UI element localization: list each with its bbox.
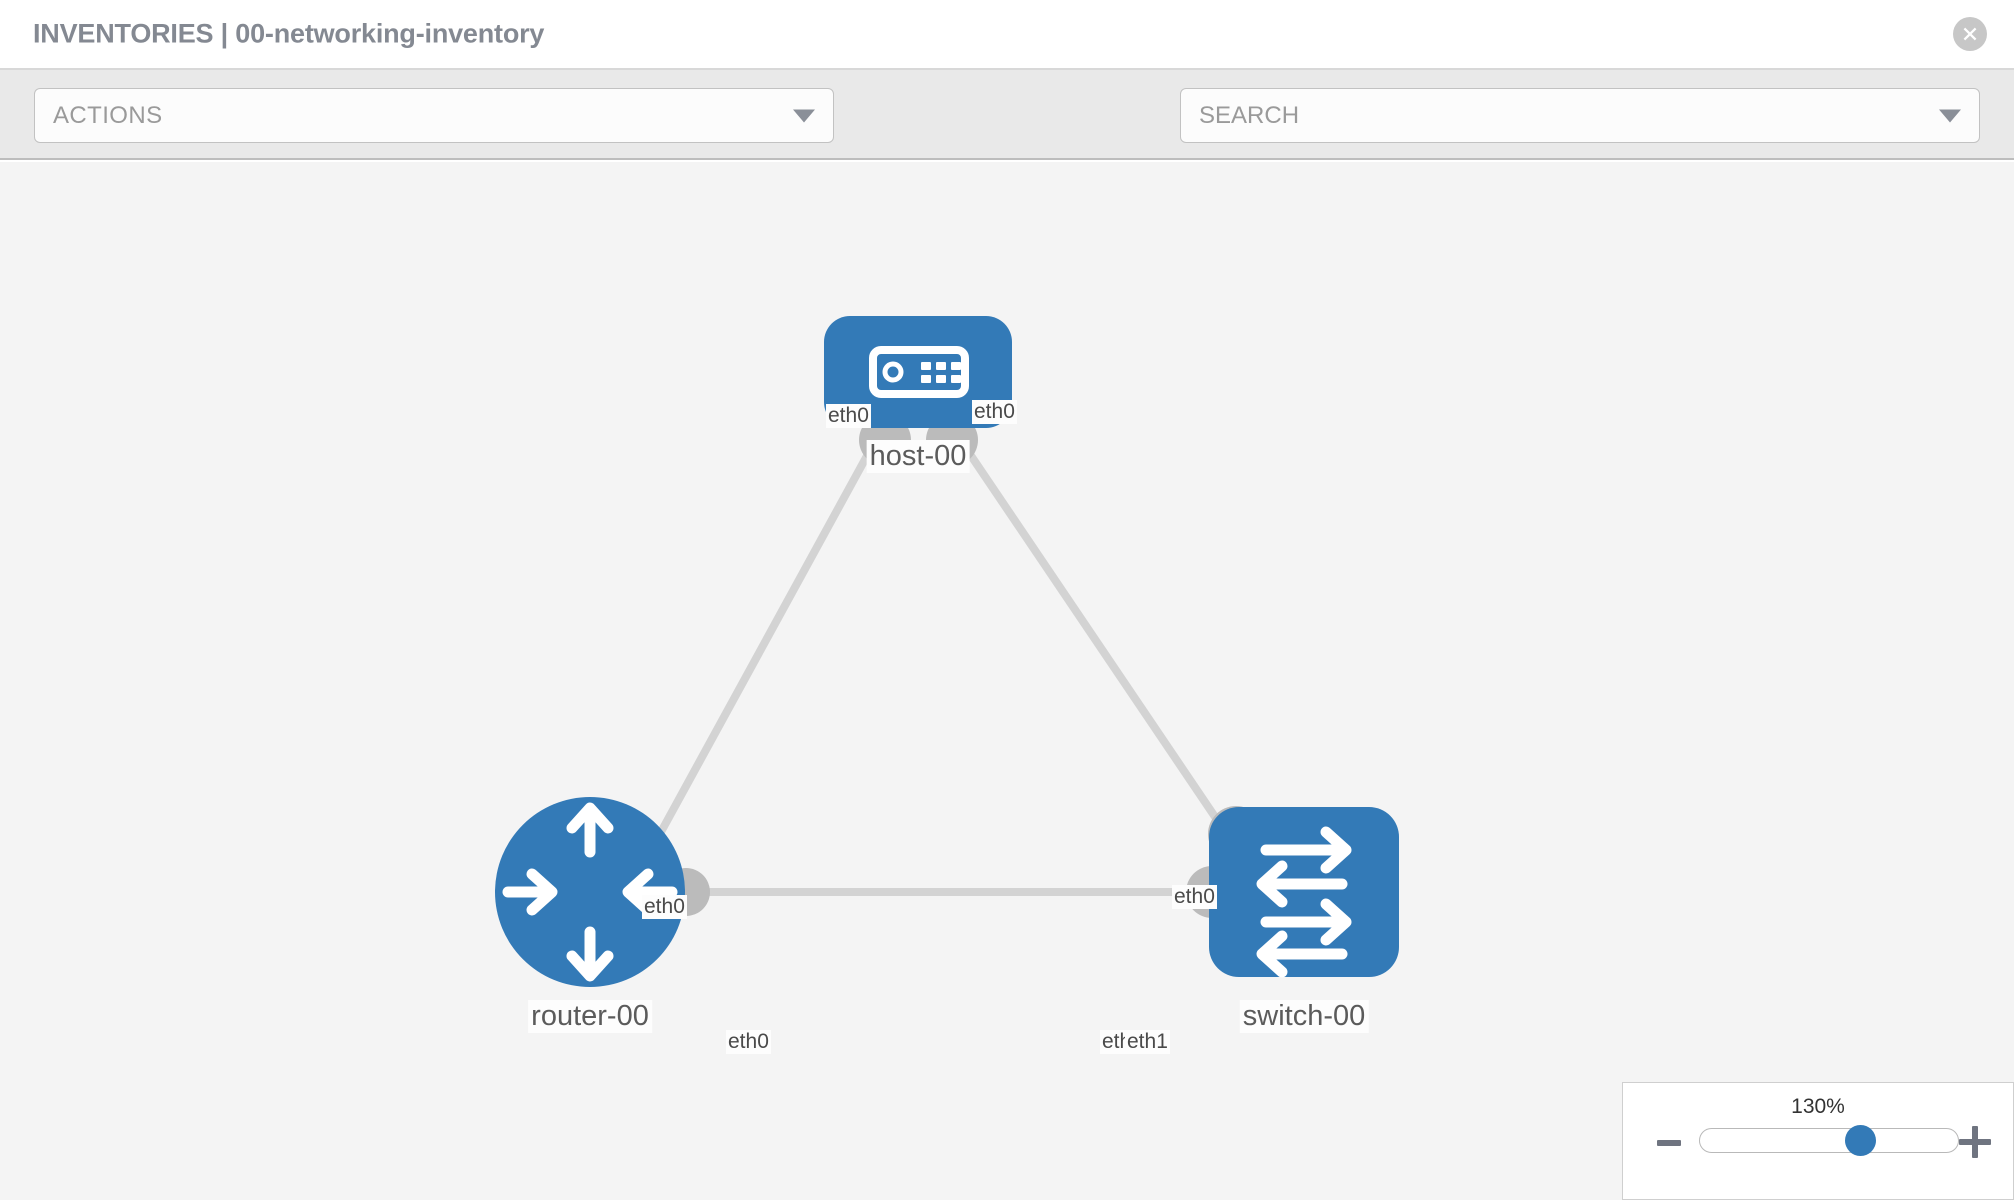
page-header: INVENTORIES | 00-networking-inventory <box>0 0 2014 70</box>
zoom-slider[interactable] <box>1699 1125 1959 1156</box>
topology-canvas[interactable]: eth0 eth0 eth0 eth0 eth0 eth eth1 host-0… <box>0 162 2014 1200</box>
router-four-arrows-icon <box>502 802 678 982</box>
actions-dropdown[interactable]: ACTIONS <box>34 88 834 143</box>
link-host00-switch00[interactable] <box>951 429 1236 845</box>
switch-arrows-icon <box>1256 826 1352 978</box>
search-input[interactable] <box>1199 89 1929 142</box>
topology-links <box>646 429 1236 896</box>
zoom-slider-handle[interactable] <box>1844 1125 1876 1156</box>
plus-icon[interactable] <box>1959 1126 1991 1158</box>
chevron-down-icon[interactable] <box>1939 109 1961 122</box>
zoom-level-value: 130% <box>1791 1095 1845 1118</box>
close-icon[interactable] <box>1953 17 1987 51</box>
node-router-00[interactable] <box>495 797 685 987</box>
page-title: INVENTORIES | 00-networking-inventory <box>33 18 545 49</box>
toolbar: ACTIONS <box>0 70 2014 201</box>
server-device-icon <box>869 346 969 398</box>
link-host00-router00[interactable] <box>646 430 884 854</box>
node-host-00[interactable] <box>824 316 1012 428</box>
actions-dropdown-label: ACTIONS <box>53 101 163 129</box>
chevron-down-icon <box>793 109 815 122</box>
zoom-control-panel: 130% <box>1622 1082 2014 1200</box>
topology-graph <box>495 316 1399 987</box>
node-switch-00[interactable] <box>1209 807 1399 978</box>
minus-icon[interactable] <box>1655 1129 1683 1157</box>
search-box[interactable] <box>1180 88 1980 143</box>
